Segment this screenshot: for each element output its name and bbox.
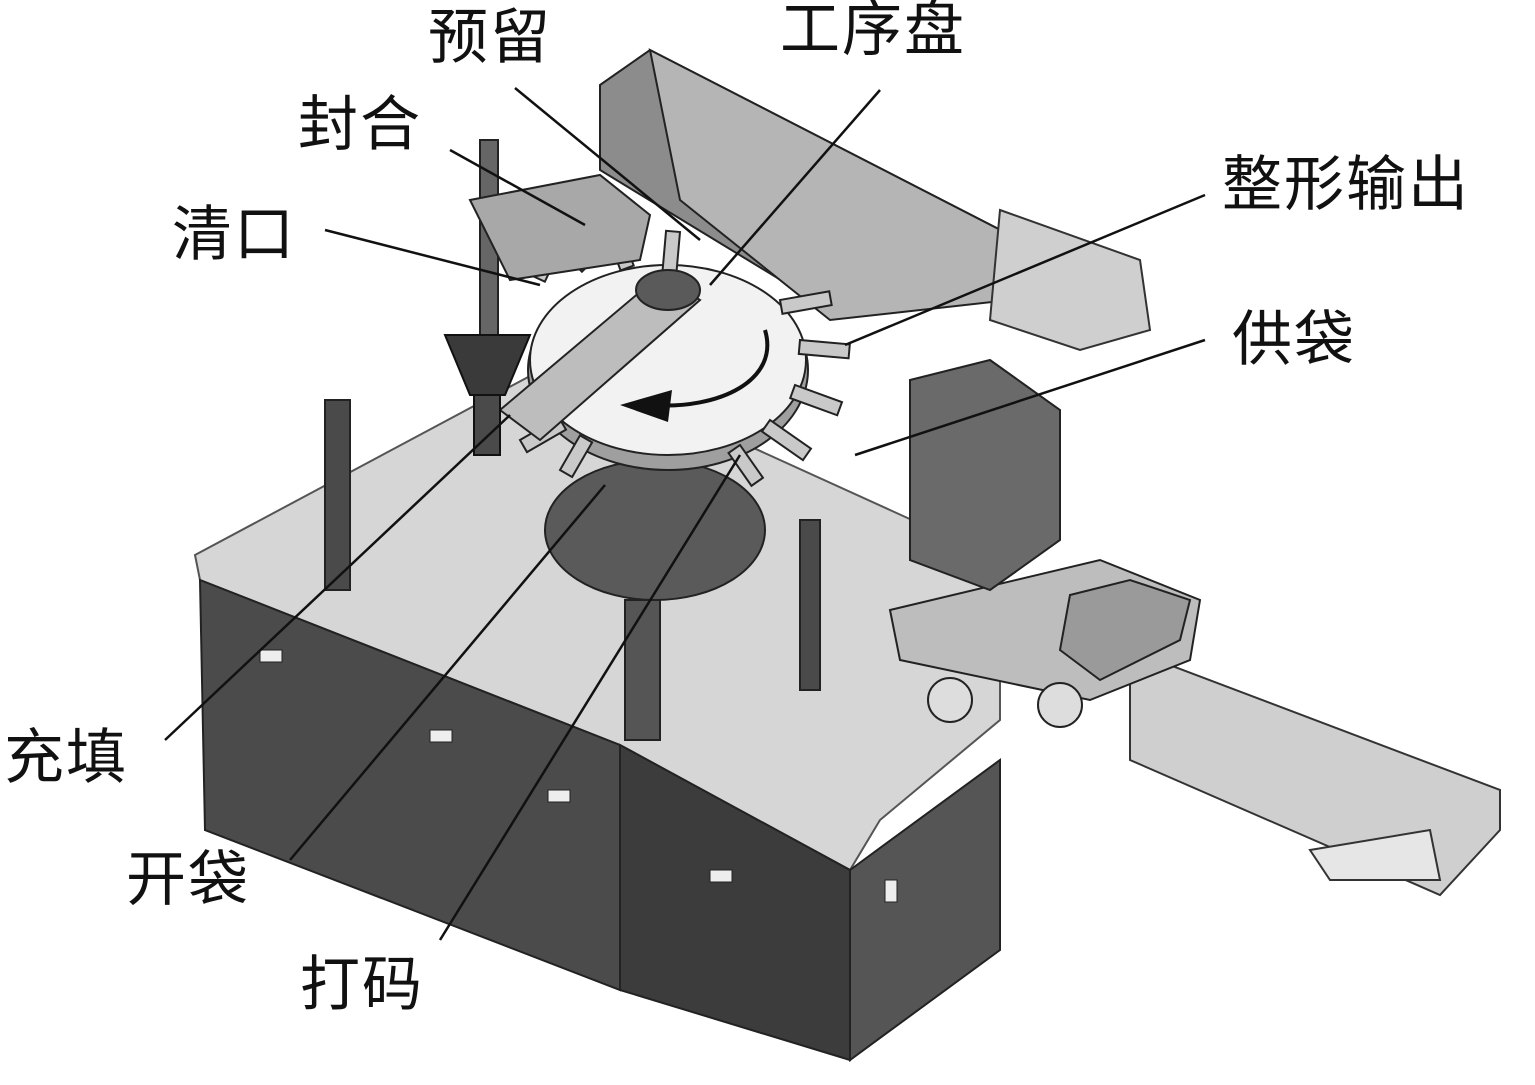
filling-funnel	[443, 334, 532, 396]
label-fenghe: 封合	[298, 90, 422, 160]
base-right-face-2	[849, 758, 1001, 1062]
counterclockwise-arrow-icon	[649, 329, 770, 408]
label-kaidai: 开袋	[126, 845, 250, 915]
label-gongdai: 供袋	[1232, 305, 1356, 375]
leader-line-gongxupan	[709, 89, 881, 286]
support-column	[799, 519, 821, 691]
support-column	[624, 599, 661, 741]
leader-lines	[164, 87, 1206, 941]
motor	[927, 677, 973, 723]
vent-slot	[884, 879, 898, 903]
output-hood-face	[648, 48, 1022, 322]
leader-line-kaidai	[289, 484, 606, 861]
sealing-unit	[468, 173, 652, 282]
label-zhengxing: 整形输出	[1222, 150, 1470, 220]
leader-line-gongdai	[854, 338, 1206, 457]
label-gongxupan: 工序盘	[780, 0, 966, 65]
leader-line-chongtian	[164, 414, 511, 741]
leader-line-yuliu	[514, 87, 701, 241]
bag-supply-box	[1058, 578, 1192, 682]
leader-line-qingkou	[324, 228, 541, 287]
leader-line-dama	[438, 454, 742, 941]
label-yuliu: 预留	[428, 3, 552, 73]
label-qingkou: 清口	[172, 200, 296, 270]
filling-arm	[498, 273, 702, 442]
conveyor-tray	[1308, 828, 1442, 881]
motor	[1037, 682, 1083, 728]
support-column	[324, 399, 351, 591]
control-cabinet	[909, 358, 1061, 592]
leader-line-fenghe	[449, 148, 586, 227]
leader-line-zhengxing	[844, 193, 1206, 347]
vent-slot	[429, 729, 453, 743]
arrow-head	[620, 390, 672, 422]
vent-slot	[547, 789, 571, 803]
arm-hub	[635, 269, 701, 311]
label-dama: 打码	[300, 950, 424, 1020]
vent-slot	[259, 649, 283, 663]
vent-slot	[709, 869, 733, 883]
output-conveyor	[988, 208, 1152, 352]
rotary-drum	[544, 459, 766, 601]
label-chongtian: 充填	[4, 723, 128, 793]
